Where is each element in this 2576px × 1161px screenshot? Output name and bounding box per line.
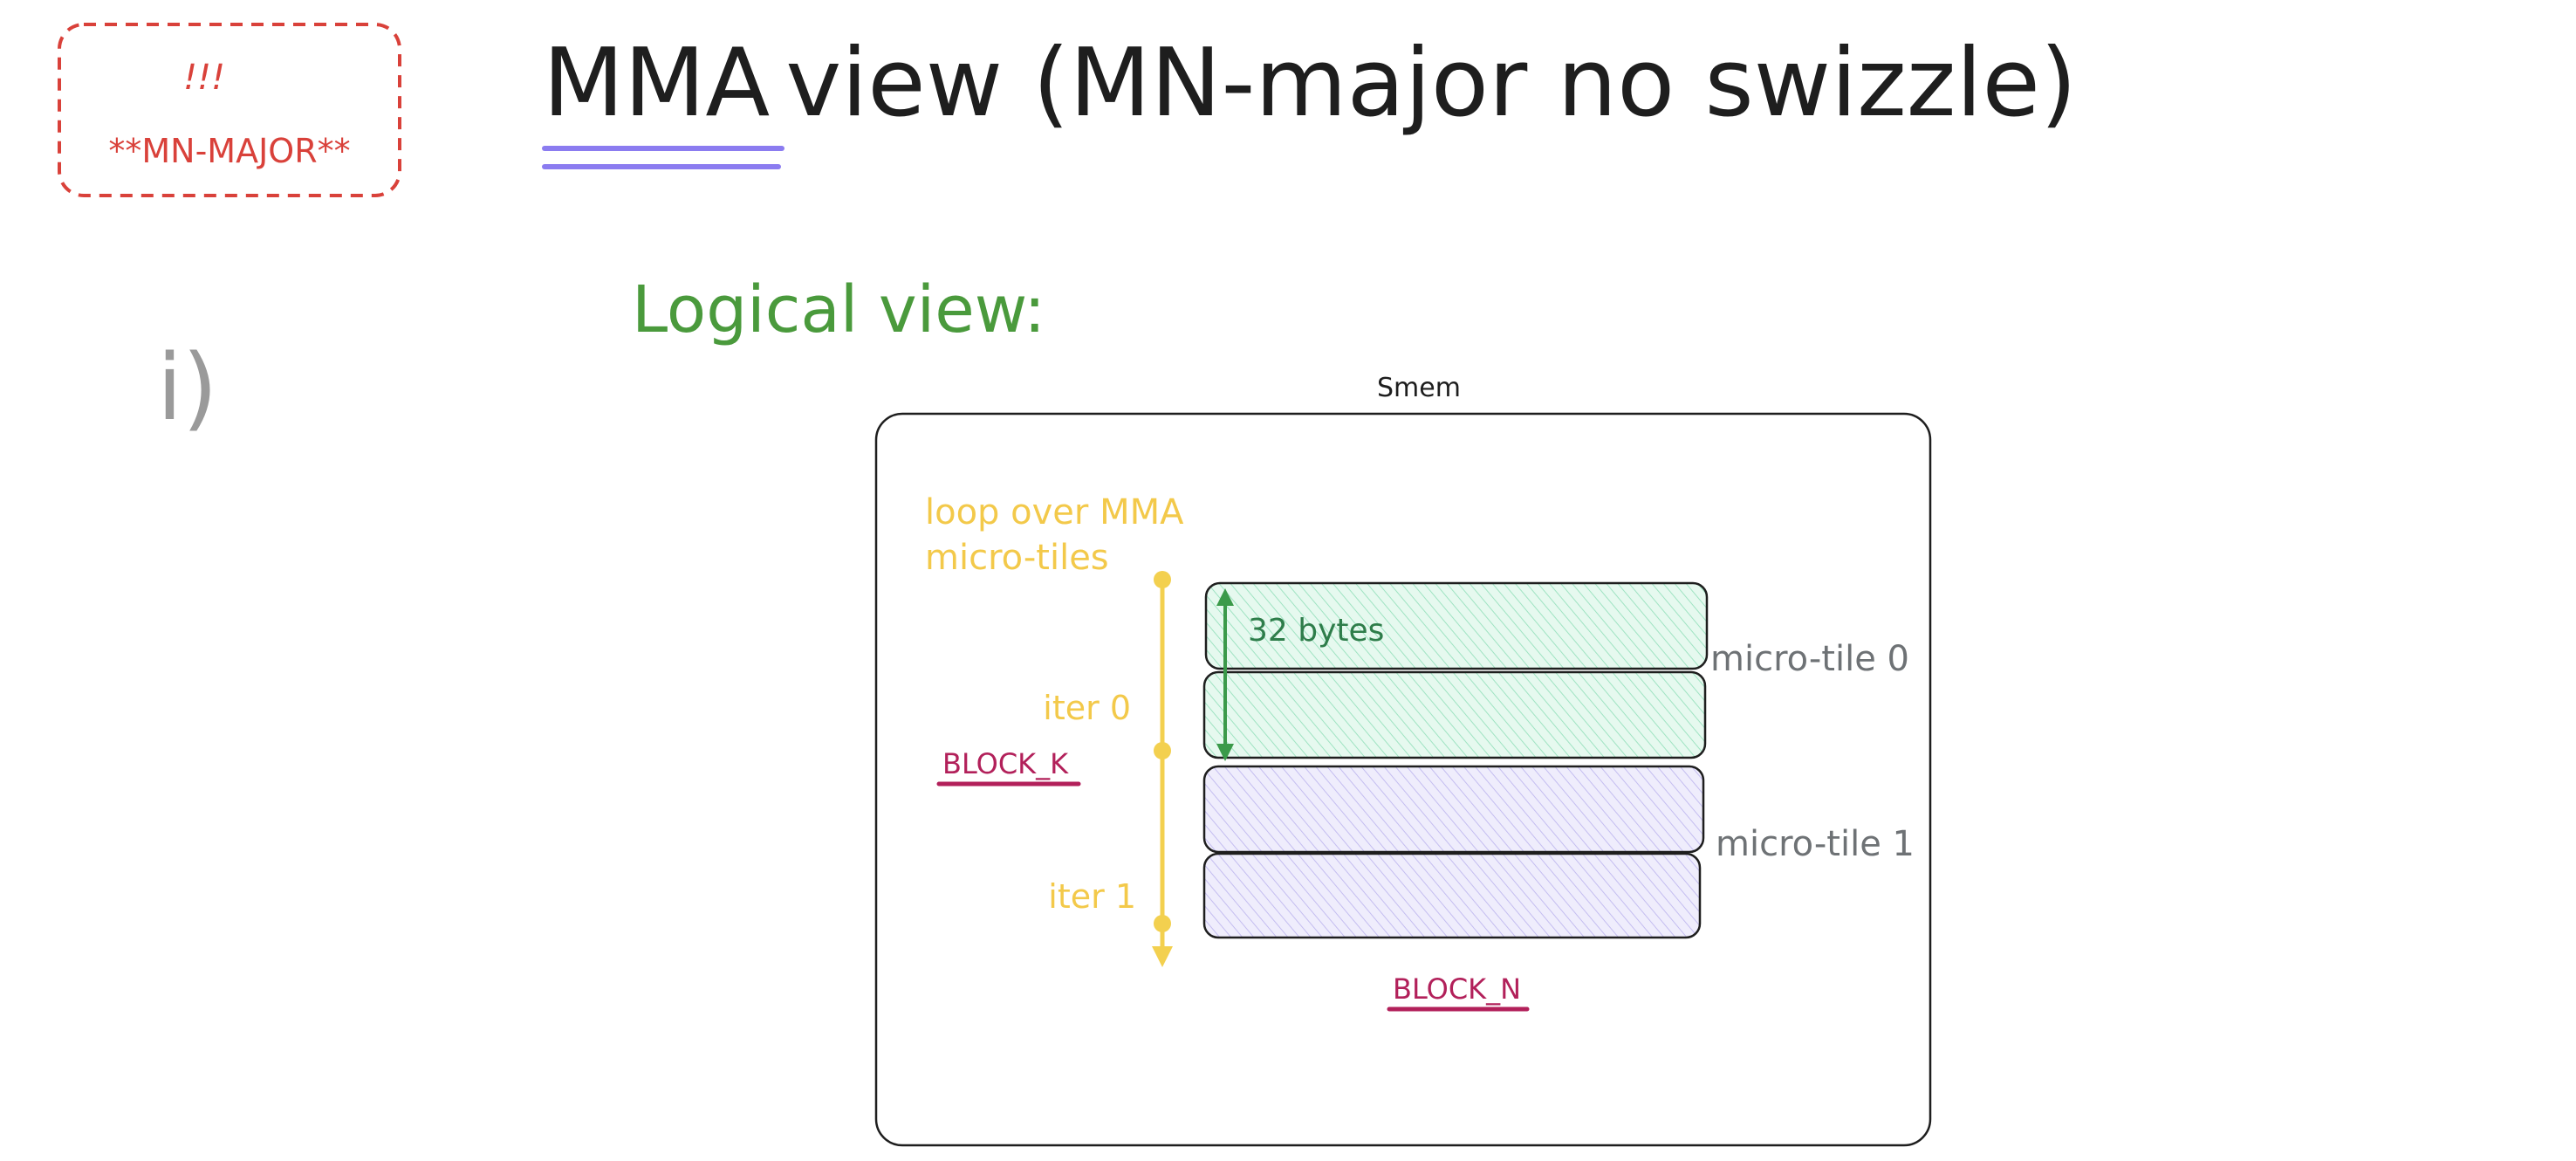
title-mma: MMA [543,29,770,138]
smem-container [874,412,1932,1147]
section-marker: i) [157,334,217,441]
micro-tile-1-label: micro-tile 1 [1716,824,1915,864]
bytes-arrowhead-top [1216,588,1234,606]
loop-arrow [1152,571,1173,967]
bytes-arrowhead-bottom [1216,744,1234,761]
loop-label-line1: loop over MMA [925,492,1184,532]
micro-tile-0-row-2 [1202,670,1707,759]
smem-label: Smem [1377,373,1461,403]
bytes-arrow [1216,588,1234,761]
bytes-label: 32 bytes [1248,613,1384,649]
loop-arrow-dot-start [1154,571,1171,588]
loop-label-line2: micro-tiles [925,538,1109,578]
block-n-label: BLOCK_N [1393,972,1521,1006]
mn-major-badge: !!! **MN-MAJOR** [58,23,401,197]
iter-1-label: iter 1 [1048,877,1136,916]
logical-view-label: Logical view: [632,272,1045,347]
loop-arrow-dot-end [1154,915,1171,932]
loop-arrowhead [1152,946,1173,967]
badge-border [58,23,401,197]
block-k-label: BLOCK_K [942,747,1069,780]
micro-tile-1-row-2 [1202,852,1702,939]
micro-tile-0-row-1 [1204,581,1709,670]
badge-exclaim: !!! [183,58,225,98]
micro-tile-0-label: micro-tile 0 [1710,639,1909,679]
title-rest: view (MN-major no swizzle) [756,29,2077,138]
badge-label: **MN-MAJOR** [108,132,350,170]
loop-arrow-dot-mid [1154,742,1171,759]
micro-tile-1-row-1 [1202,765,1705,854]
iter-0-label: iter 0 [1043,689,1131,727]
page-title: MMA view (MN-major no swizzle) [542,29,2077,169]
